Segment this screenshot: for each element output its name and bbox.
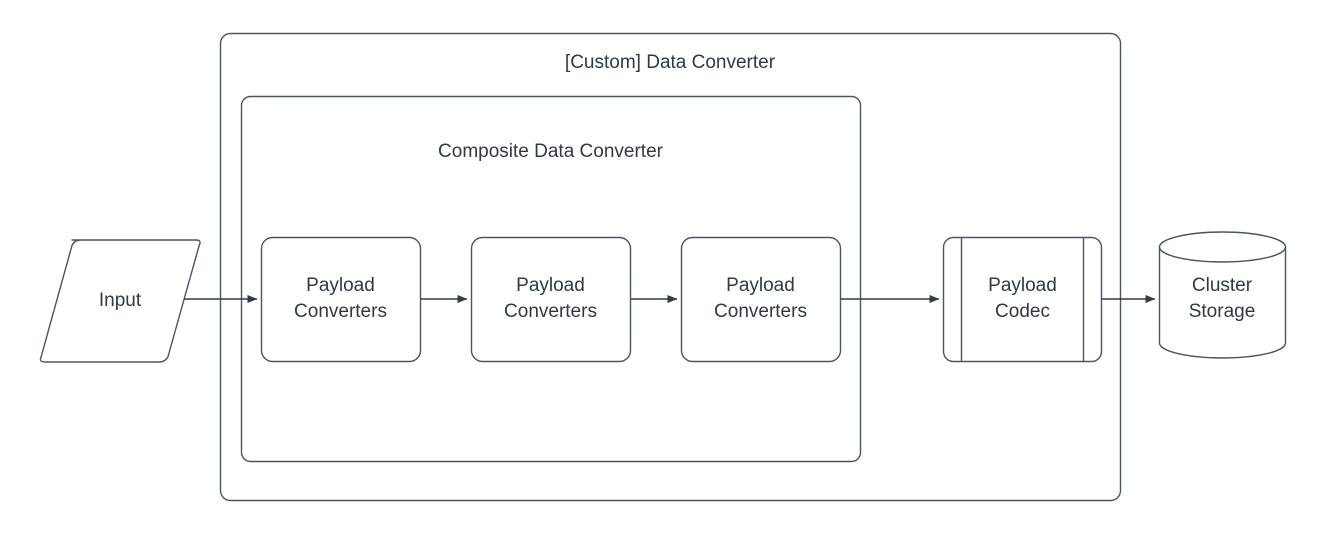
node-cluster-storage-shape[interactable] [1158, 231, 1287, 359]
node-input-shape[interactable] [39, 239, 201, 363]
node-payload-codec-shape[interactable] [942, 236, 1103, 363]
container-custom-data-converter-title: [Custom] Data Converter [564, 52, 776, 73]
node-payload-converters-3-shape[interactable] [680, 236, 842, 363]
node-payload-converters-2-shape[interactable] [470, 236, 632, 363]
container-composite-data-converter-title: Composite Data Converter [438, 141, 663, 162]
node-payload-converters-1-shape[interactable] [260, 236, 422, 363]
